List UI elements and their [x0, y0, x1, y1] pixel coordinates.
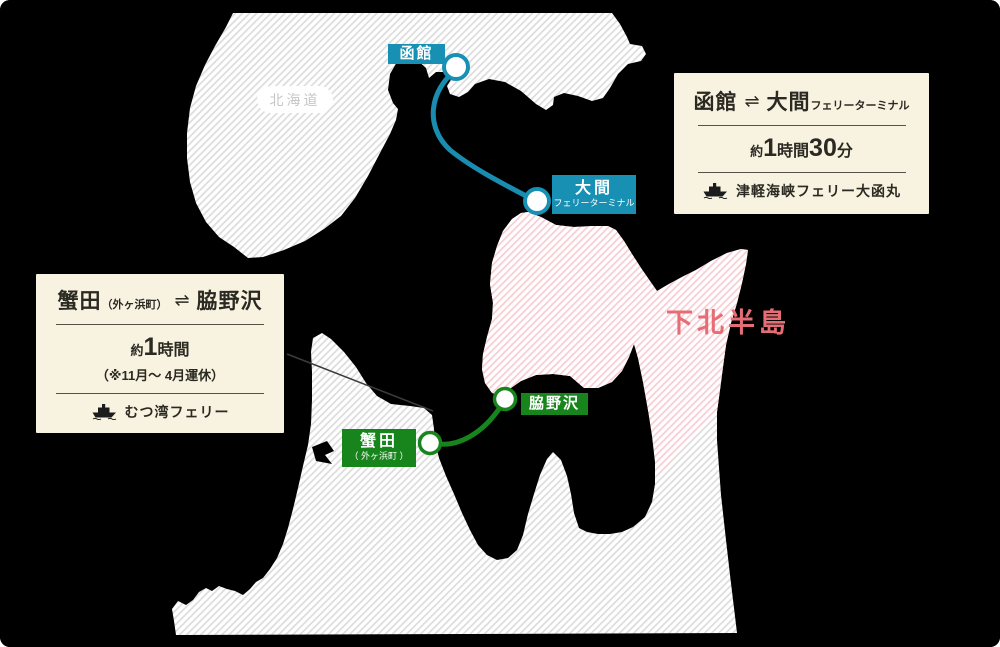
kanita-wakinosawa-info-box: 蟹田 （外ヶ浜町） ⇌ 脇野沢 約 1 時間 （※11月〜 4月運休） むつ湾フ…	[36, 274, 284, 433]
both-ways-arrow-icon: ⇌	[174, 290, 190, 310]
duration-number: 1	[763, 134, 778, 162]
route-title: 蟹田 （外ヶ浜町） ⇌ 脇野沢	[57, 285, 262, 315]
info-leader-line	[286, 353, 434, 412]
divider	[697, 125, 906, 126]
route-hakodate-oma	[430, 67, 535, 202]
kanita-label-text: 蟹田	[359, 433, 398, 451]
duration-unit: 分	[836, 143, 853, 160]
kanita-label: 蟹田 （ 外ヶ浜町 ）	[342, 429, 416, 467]
ferry-ship-icon	[92, 404, 116, 420]
route-from-suffix: （外ヶ浜町）	[101, 299, 168, 311]
wakinosawa-label-text: 脇野沢	[528, 395, 580, 413]
route-duration: 約 1 時間	[131, 333, 190, 362]
marker-kanita	[417, 430, 443, 456]
duration-prefix: 約	[130, 343, 144, 358]
tsugaru-inlet	[312, 441, 334, 464]
route-from: 蟹田	[57, 290, 102, 313]
both-ways-arrow-icon: ⇌	[744, 91, 760, 111]
oma-label-subtext: フェリーターミナル	[553, 197, 635, 208]
wakinosawa-label: 脇野沢	[521, 393, 588, 415]
route-to-suffix: フェリーターミナル	[810, 100, 910, 112]
hokkaido-region-label: 北海道	[257, 86, 333, 113]
duration-unit: 時間	[157, 342, 190, 359]
duration-number: 30	[809, 134, 837, 162]
marker-wakinosawa	[492, 386, 518, 412]
route-to: 大間	[766, 91, 811, 114]
hakodate-oma-info-box: 函館 ⇌ 大間 フェリーターミナル 約 1 時間 30 分 津軽海峡フェリー大函…	[674, 73, 929, 214]
shimokita-peninsula	[482, 212, 748, 478]
route-to: 脇野沢	[196, 290, 263, 313]
duration-number: 1	[143, 333, 158, 361]
route-title: 函館 ⇌ 大間 フェリーターミナル	[693, 86, 909, 116]
divider	[56, 324, 264, 325]
service-suspension-note: （※11月〜 4月運休）	[95, 368, 225, 383]
hakodate-label-text: 函館	[399, 45, 434, 63]
oma-label-text: 大間	[574, 179, 613, 197]
kanita-label-subtext: （ 外ヶ浜町 ）	[349, 451, 409, 462]
divider	[697, 172, 906, 173]
ferry-operator-name: むつ湾フェリー	[124, 404, 230, 420]
marker-hakodate	[442, 53, 470, 81]
duration-prefix: 約	[750, 144, 764, 159]
ferry-operator-row: むつ湾フェリー	[91, 402, 230, 422]
hokkaido-landmass	[187, 13, 646, 258]
divider	[56, 393, 264, 394]
route-duration: 約 1 時間 30 分	[750, 134, 853, 163]
ferry-ship-icon	[703, 183, 728, 199]
duration-unit: 時間	[777, 143, 810, 160]
ferry-operator-row: 津軽海峡フェリー大函丸	[702, 181, 901, 201]
hakodate-label: 函館	[388, 44, 445, 64]
shimokita-region-label: 下北半島	[666, 308, 790, 338]
marker-oma	[523, 187, 551, 215]
ferry-operator-name: 津軽海峡フェリー大函丸	[736, 183, 901, 199]
route-from: 函館	[693, 91, 738, 114]
oma-label: 大間 フェリーターミナル	[552, 175, 636, 214]
